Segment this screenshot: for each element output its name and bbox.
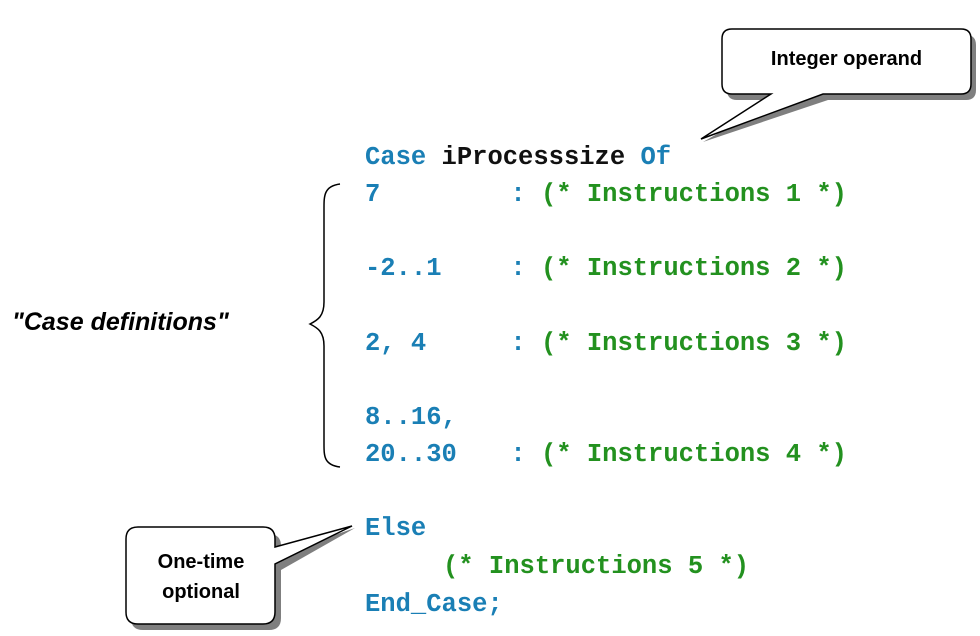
case-value: 7: [365, 180, 381, 209]
case-definitions-brace: [308, 183, 341, 468]
callout-operand-bubble: [700, 28, 972, 140]
else-comment: (* Instructions 5 *): [443, 552, 750, 581]
callout-optional-bubble: [125, 525, 353, 625]
case-comment: (* Instructions 4 *): [540, 440, 847, 469]
code-line-case-4a: 8..16,: [365, 403, 457, 433]
case-separator: :: [510, 254, 526, 283]
keyword-case: Case: [365, 143, 427, 172]
code-line-header: Case iProcesssize Of: [365, 143, 671, 173]
code-line-case-1: 7 : (* Instructions 1 *): [365, 180, 847, 210]
case-separator: :: [510, 329, 526, 358]
code-line-case-4b: 20..30 : (* Instructions 4 *): [365, 440, 847, 470]
case-value: 2, 4: [365, 329, 427, 358]
case-comment: (* Instructions 1 *): [540, 180, 847, 209]
keyword-end-case: End_Case;: [365, 590, 503, 619]
code-line-else-body: (* Instructions 5 *): [443, 552, 749, 582]
callout-optional-line1: One-time: [157, 551, 245, 573]
code-line-case-3: 2, 4 : (* Instructions 3 *): [365, 329, 847, 359]
case-comment: (* Instructions 3 *): [540, 329, 847, 358]
case-separator: :: [510, 440, 526, 469]
case-value: 8..16,: [365, 403, 457, 432]
case-definitions-label: "Case definitions": [12, 308, 229, 336]
callout-optional-text: One-time optional: [126, 547, 276, 607]
code-line-case-2: -2..1 : (* Instructions 2 *): [365, 254, 847, 284]
callout-optional-line2: optional: [162, 581, 240, 603]
callout-operand-text: Integer operand: [770, 48, 923, 70]
keyword-else: Else: [365, 514, 427, 543]
case-comment: (* Instructions 2 *): [540, 254, 847, 283]
code-line-else: Else: [365, 514, 426, 544]
case-separator: :: [510, 180, 526, 209]
case-value: -2..1: [365, 254, 442, 283]
keyword-of: Of: [640, 143, 672, 172]
case-value: 20..30: [365, 440, 457, 469]
operand-identifier: iProcesssize: [441, 143, 626, 172]
code-line-end: End_Case;: [365, 590, 503, 620]
